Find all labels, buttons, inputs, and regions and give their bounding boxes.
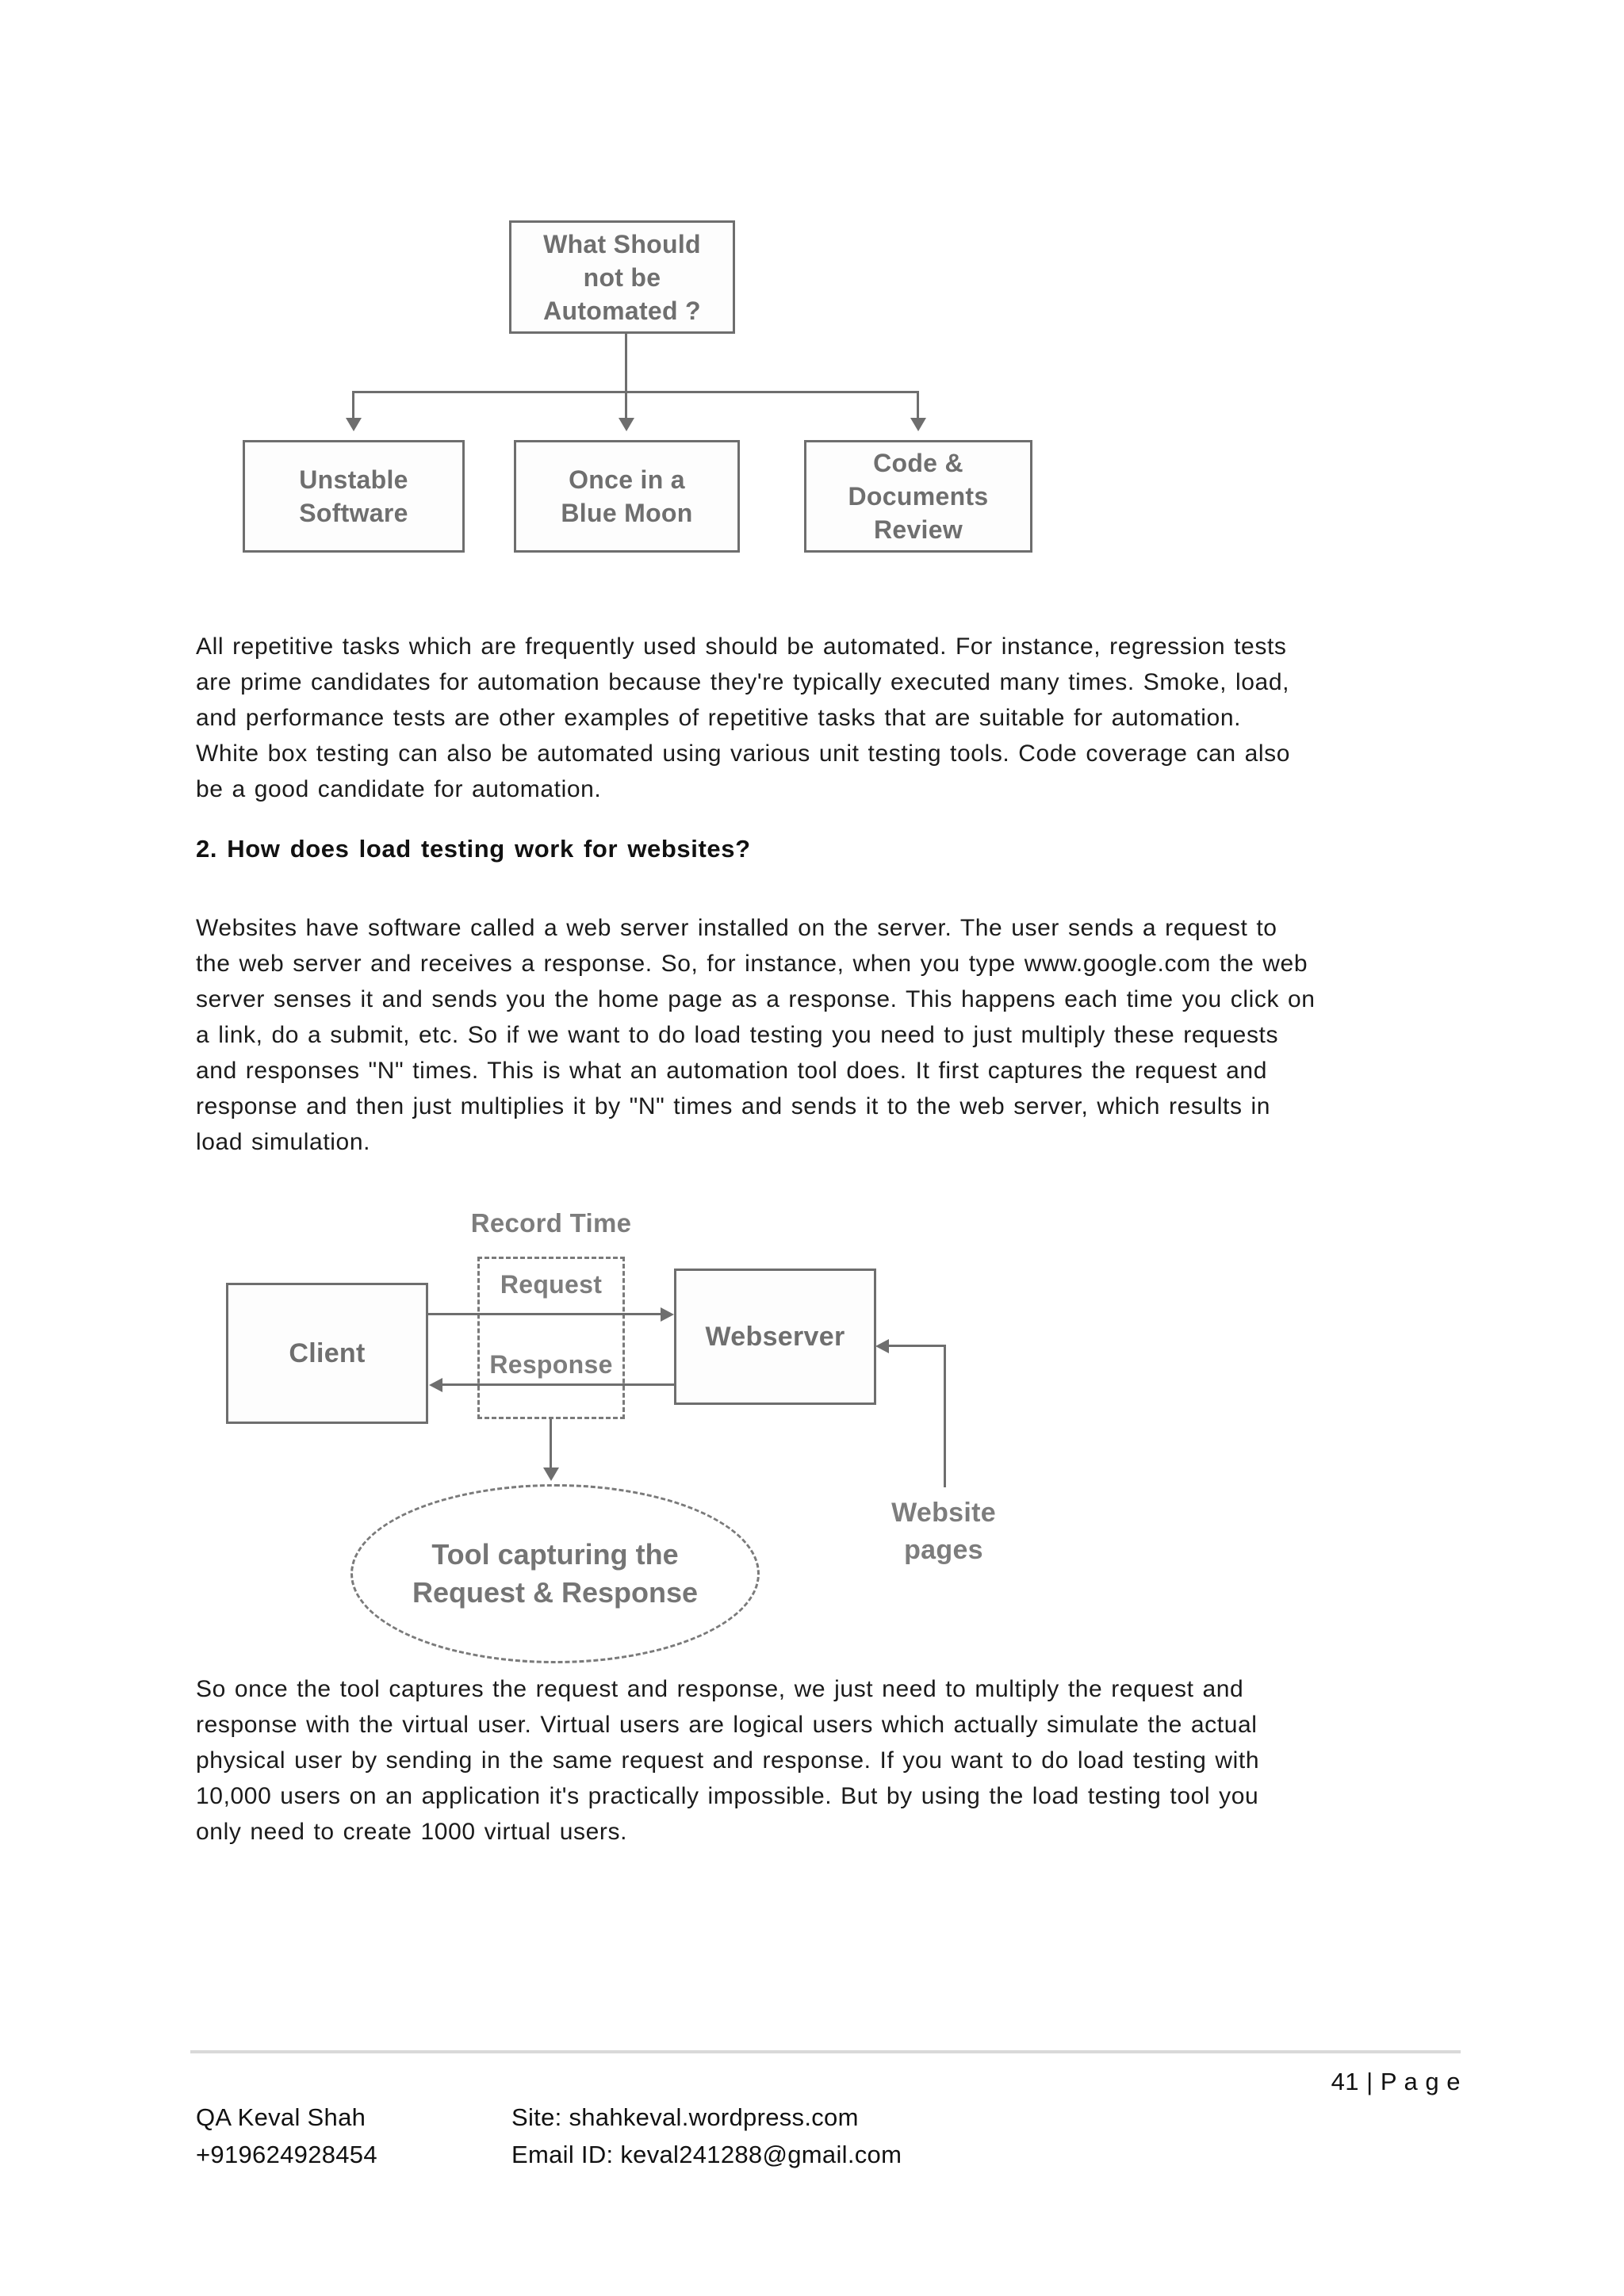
- diagram-label-website-pages: Website pages: [891, 1498, 996, 1565]
- footer-divider: [190, 2050, 1461, 2053]
- section-heading-load-testing: 2. How does load testing work for websit…: [196, 835, 751, 863]
- flowchart-connector-horizontal: [352, 391, 919, 393]
- website-pages-connector-vertical: [944, 1345, 946, 1487]
- footer-email: Email ID: keval241288@gmail.com: [511, 2141, 902, 2168]
- diagram-dashed-capture-box: [477, 1257, 625, 1419]
- footer-site-url: Site: shahkeval.wordpress.com: [511, 2103, 859, 2131]
- footer-phone-number: +919624928454: [196, 2141, 377, 2168]
- paragraph-load-testing-explanation: Websites have software called a web serv…: [196, 915, 1316, 1155]
- page-number: 41 | P a g e: [1331, 2068, 1461, 2095]
- website-pages-connector-horizontal: [889, 1345, 946, 1347]
- arrow-down-icon: [346, 418, 362, 431]
- footer-author-name: QA Keval Shah: [196, 2103, 366, 2131]
- flowchart-box-code-documents-review: Code & Documents Review: [804, 440, 1032, 553]
- arrow-down-icon: [543, 1468, 559, 1481]
- arrow-left-icon: [429, 1378, 442, 1392]
- arrow-right-icon: [661, 1307, 674, 1322]
- diagram-label-request: Request: [500, 1270, 603, 1299]
- flowchart-stub-left: [352, 391, 354, 419]
- paragraph-automation-candidates: All repetitive tasks which are frequentl…: [196, 633, 1291, 802]
- diagram-box-client: Client: [226, 1283, 428, 1424]
- diagram-label-record-time: Record Time: [470, 1208, 632, 1238]
- request-arrow-line: [428, 1313, 663, 1315]
- arrow-down-icon: [619, 418, 634, 431]
- flowchart-connector-vertical: [625, 334, 627, 392]
- paragraph-virtual-users: So once the tool captures the request an…: [196, 1676, 1260, 1845]
- diagram-box-webserver: Webserver: [674, 1269, 876, 1405]
- capture-tool-connector: [550, 1419, 552, 1468]
- diagram-ellipse-capture-tool: Tool capturing the Request & Response: [350, 1484, 760, 1663]
- diagram-label-response: Response: [489, 1350, 613, 1379]
- response-arrow-line: [442, 1383, 674, 1386]
- arrow-left-icon: [875, 1339, 889, 1353]
- flowchart-root-box: What Should not be Automated ?: [509, 220, 735, 334]
- flowchart-stub-middle: [625, 391, 627, 419]
- flowchart-box-once-in-blue-moon: Once in a Blue Moon: [514, 440, 740, 553]
- flowchart-box-unstable-software: Unstable Software: [243, 440, 465, 553]
- flowchart-stub-right: [917, 391, 919, 419]
- arrow-down-icon: [910, 418, 926, 431]
